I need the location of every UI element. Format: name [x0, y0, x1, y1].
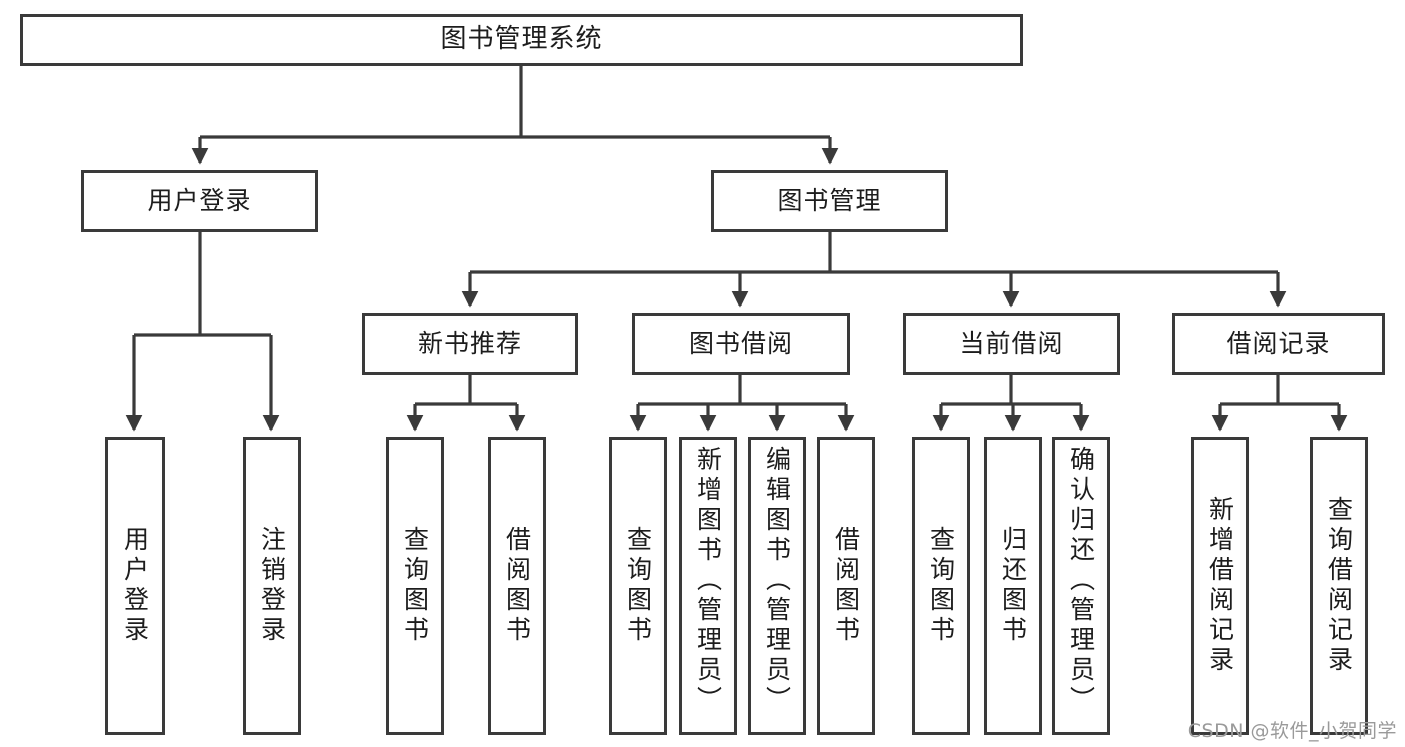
node-label: 用户登录 [147, 185, 252, 215]
node-label: 借阅记录 [1226, 328, 1331, 358]
leaf-label: 归还图书 [998, 526, 1028, 646]
watermark-text: CSDN @软件_小贺同学 [1187, 720, 1397, 742]
leaf-query-book-borrow[interactable]: 查询图书 [609, 437, 667, 735]
node-new-book-recommend[interactable]: 新书推荐 [362, 313, 578, 375]
leaf-label: 查询图书 [400, 526, 430, 646]
leaf-add-borrow-record[interactable]: 新增借阅记录 [1191, 437, 1249, 735]
node-label: 图书借阅 [688, 328, 793, 358]
leaf-label: 新增借阅记录 [1205, 496, 1235, 676]
leaf-label: 借阅图书 [831, 526, 861, 646]
node-borrow-record[interactable]: 借阅记录 [1172, 313, 1385, 375]
node-label: 新书推荐 [417, 328, 522, 358]
leaf-query-borrow-record[interactable]: 查询借阅记录 [1310, 437, 1368, 735]
leaf-label: 查询图书 [623, 526, 653, 646]
leaf-confirm-return-admin[interactable]: 确认归还（管理员） [1052, 437, 1110, 735]
leaf-query-book-current[interactable]: 查询图书 [912, 437, 970, 735]
leaf-query-book-recommend[interactable]: 查询图书 [386, 437, 444, 735]
leaf-logout[interactable]: 注销登录 [243, 437, 301, 735]
leaf-label: 用户登录 [120, 526, 150, 646]
leaf-add-book-admin[interactable]: 新增图书（管理员） [679, 437, 737, 735]
node-book-manage[interactable]: 图书管理 [711, 170, 948, 232]
node-label: 图书管理系统 [440, 24, 603, 55]
leaf-label: 确认归还（管理员） [1066, 446, 1096, 716]
leaf-label: 注销登录 [257, 526, 287, 646]
leaf-borrow-book[interactable]: 借阅图书 [817, 437, 875, 735]
leaf-label: 编辑图书（管理员） [762, 446, 792, 716]
leaf-label: 新增图书（管理员） [693, 446, 723, 716]
node-root-system[interactable]: 图书管理系统 [20, 14, 1023, 66]
node-user-login[interactable]: 用户登录 [81, 170, 318, 232]
node-label: 当前借阅 [959, 328, 1064, 358]
leaf-borrow-book-recommend[interactable]: 借阅图书 [488, 437, 546, 735]
leaf-label: 查询图书 [926, 526, 956, 646]
leaf-label: 查询借阅记录 [1324, 496, 1354, 676]
node-current-borrow[interactable]: 当前借阅 [903, 313, 1120, 375]
leaf-edit-book-admin[interactable]: 编辑图书（管理员） [748, 437, 806, 735]
node-book-borrow[interactable]: 图书借阅 [632, 313, 850, 375]
leaf-user-login[interactable]: 用户登录 [105, 437, 165, 735]
leaf-label: 借阅图书 [502, 526, 532, 646]
node-label: 图书管理 [777, 185, 882, 215]
leaf-return-book[interactable]: 归还图书 [984, 437, 1042, 735]
